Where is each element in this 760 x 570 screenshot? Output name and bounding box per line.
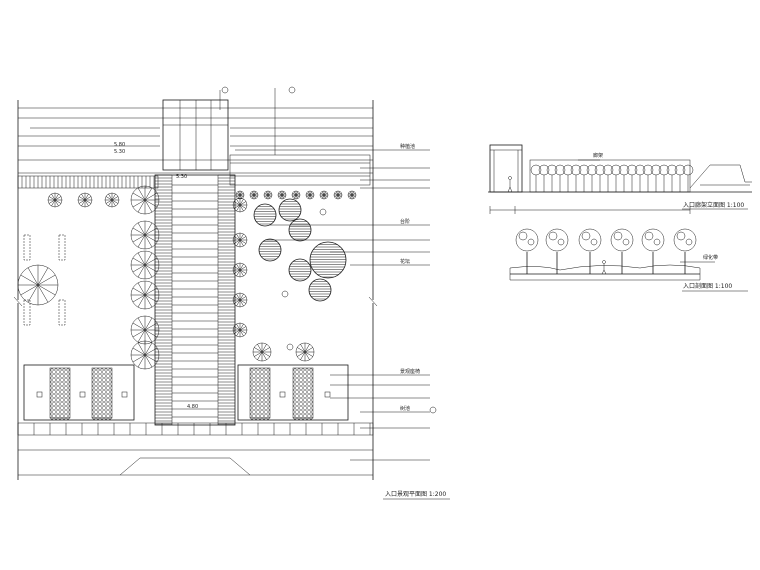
shrub-symbol [277,190,287,200]
tree-symbol [545,228,569,274]
shrub-symbol [291,190,301,200]
shrub-symbol [530,164,542,192]
shrub-symbol [319,190,329,200]
section-callout: 绿化带 [703,254,718,261]
shrub-symbol [642,164,654,192]
shrub-symbol [578,164,590,192]
elevation-title: 入口廊架立面图 1:100 [683,201,744,209]
shrub-symbol [305,190,315,200]
central-walkway [154,174,236,426]
human-figure [507,176,513,193]
hatched-strip [17,175,159,189]
tree-symbol [295,342,315,362]
shrub-symbol [47,192,63,208]
section-figure [601,260,607,275]
shrub-symbol [554,164,566,192]
shrub-symbol [546,164,558,192]
shrub-symbol [538,164,550,192]
shrub-symbol [249,190,259,200]
elevation-label-1: 5.80 [114,142,125,148]
palm-symbol [130,315,160,345]
shrub-symbol [235,190,245,200]
palm-symbol [232,322,248,338]
shrub-symbol [610,164,622,192]
planter-block-right [237,364,349,421]
palm-symbol [130,220,160,250]
road-lines [18,107,373,174]
elevation-label-2: 5.30 [114,149,125,155]
shrub-symbol [650,164,662,192]
palm-symbol [232,292,248,308]
planting-section: 绿化带 入口剖面图 1:100 [509,228,748,292]
callout-2: 台阶 [400,218,410,225]
plan-trees [17,185,357,370]
tree-symbol [288,258,312,282]
shrub-symbol [570,164,582,192]
palm-symbol [232,197,248,213]
shrub-symbol [263,190,273,200]
tree-symbol [610,228,634,274]
callout-leaders [219,86,437,461]
tree-symbol [578,228,602,274]
shrub-symbol [618,164,630,192]
planter-block-left [23,364,135,421]
shrub-symbol [333,190,343,200]
callout-4: 景观座椅 [400,368,420,375]
section-title: 入口剖面图 1:100 [683,282,732,290]
shrub-symbol [666,164,678,192]
site-plan: 5.80 5.30 5.30 4.80 种植池 台阶 花坛 景观座椅 树池 入口… [13,86,450,500]
tree-symbol [258,238,282,262]
gate-structure [162,99,229,171]
tree-symbol [515,228,539,274]
palm-symbol [130,250,160,280]
plan-title: 入口景观平面图 1:200 [385,491,446,498]
callout-1: 种植池 [400,143,415,150]
elevation-label-3: 5.30 [176,174,187,180]
shrub-symbol [586,164,598,192]
left-planting-strips [23,234,66,326]
bottom-strip [17,422,374,476]
palm-symbol [130,340,160,370]
shrub-symbol [562,164,574,192]
shrub-symbol [674,164,686,192]
tree-symbol [641,228,665,274]
shrub-symbol [347,190,357,200]
tree-symbol [252,342,272,362]
elevation-callout: 廊架 [593,152,603,159]
shrub-symbol [77,192,93,208]
shrub-symbol [594,164,606,192]
shrub-symbol [634,164,646,192]
elevation-label-4: 4.80 [187,404,198,410]
palm-symbol [232,262,248,278]
palm-symbol [232,232,248,248]
palm-symbol [130,280,160,310]
palm-symbol [130,185,160,215]
callout-3: 花坛 [400,258,410,265]
shrub-symbol [682,164,694,192]
shrub-symbol [104,192,120,208]
tree-symbol [308,278,332,302]
tree-symbol [253,203,277,227]
tree-symbol [17,264,59,306]
shrub-symbol [626,164,638,192]
callout-5: 树池 [400,405,410,412]
tree-symbol [278,198,302,222]
tree-symbol [309,241,347,279]
shrub-symbol [658,164,670,192]
pergola-top-right [229,154,371,186]
shrub-symbol [602,164,614,192]
tree-symbol [673,228,697,274]
pergola-elevation: 廊架 入口廊架立面图 1:100 [488,144,752,214]
tree-symbol [288,218,312,242]
